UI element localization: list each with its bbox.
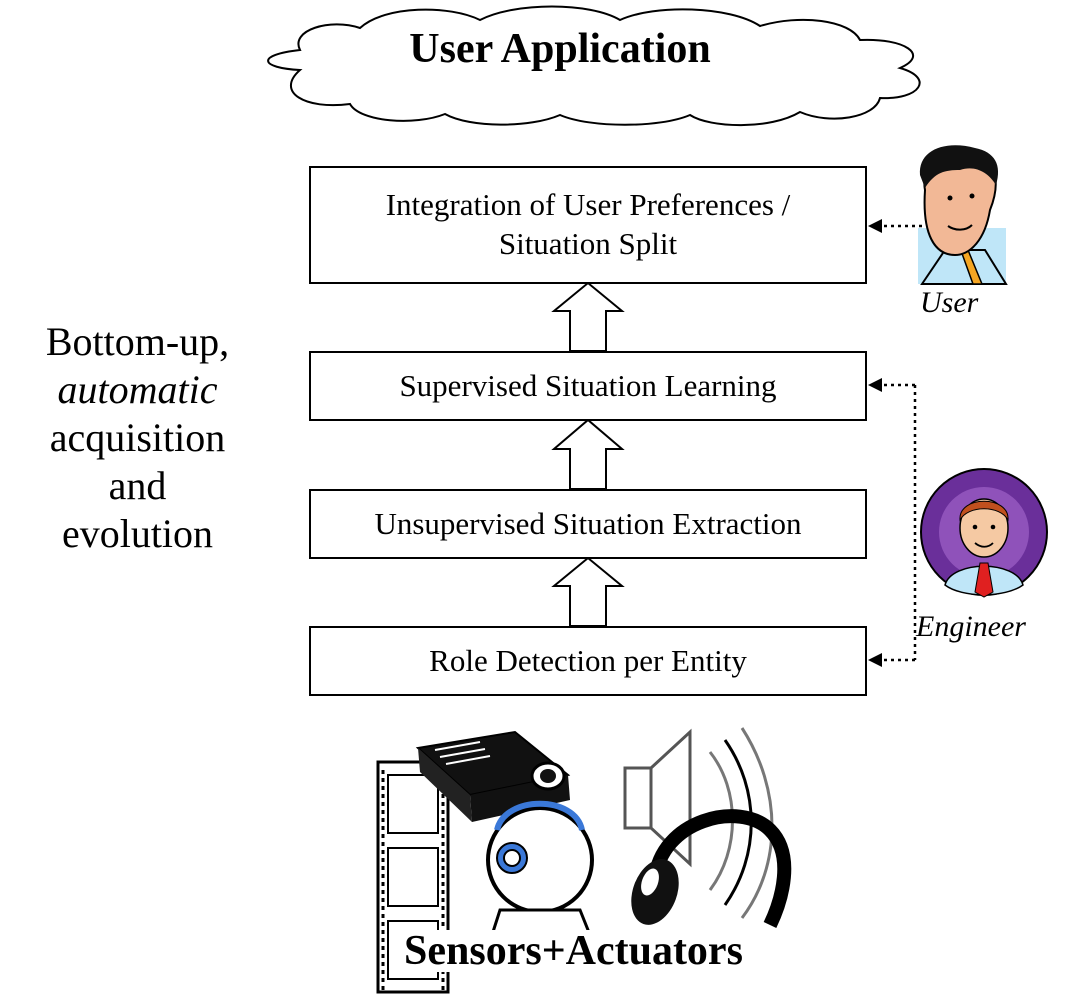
- side-note-line1: Bottom-up,: [45, 319, 230, 364]
- unsupervised-extraction-label: Unsupervised Situation Extraction: [374, 505, 802, 541]
- unsupervised-extraction-stage-box: Unsupervised Situation Extraction: [309, 489, 867, 559]
- headphones-icon: [631, 809, 792, 929]
- side-note-line3: acquisition: [49, 415, 226, 460]
- role-detection-stage-box: Role Detection per Entity: [309, 626, 867, 696]
- user-feedback-arrow: [868, 219, 922, 233]
- supervised-learning-label: Supervised Situation Learning: [399, 367, 777, 403]
- integration-stage-box: Integration of User Preferences / Situat…: [309, 166, 867, 284]
- sensors-actuators-title: Sensors+Actuators: [400, 930, 747, 972]
- user-icon: [918, 145, 1008, 285]
- user-label: User: [920, 286, 979, 319]
- projector-icon: [415, 730, 571, 822]
- engineer-icon: [920, 468, 1048, 598]
- flow-arrow-unsupervised-to-supervised: [551, 418, 625, 490]
- integration-stage-label-line2: Situation Split: [498, 226, 678, 261]
- user-application-cloud: [267, 5, 921, 127]
- role-detection-label: Role Detection per Entity: [429, 642, 747, 678]
- engineer-feedback-arrow: [868, 378, 917, 667]
- flow-arrow-supervised-to-integration: [551, 281, 625, 352]
- side-note-line5: evolution: [61, 511, 214, 556]
- flow-arrow-role-to-unsupervised: [551, 556, 625, 627]
- side-note: Bottom-up, automatic acquisition and evo…: [0, 318, 275, 558]
- webcam-icon: [486, 800, 594, 937]
- integration-stage-label-line1: Integration of User Preferences /: [385, 187, 791, 223]
- supervised-learning-stage-box: Supervised Situation Learning: [309, 351, 867, 421]
- user-application-title: User Application: [409, 26, 711, 72]
- engineer-label: Engineer: [916, 610, 1026, 643]
- side-note-line2: automatic: [57, 367, 218, 412]
- side-note-line4: and: [108, 463, 167, 508]
